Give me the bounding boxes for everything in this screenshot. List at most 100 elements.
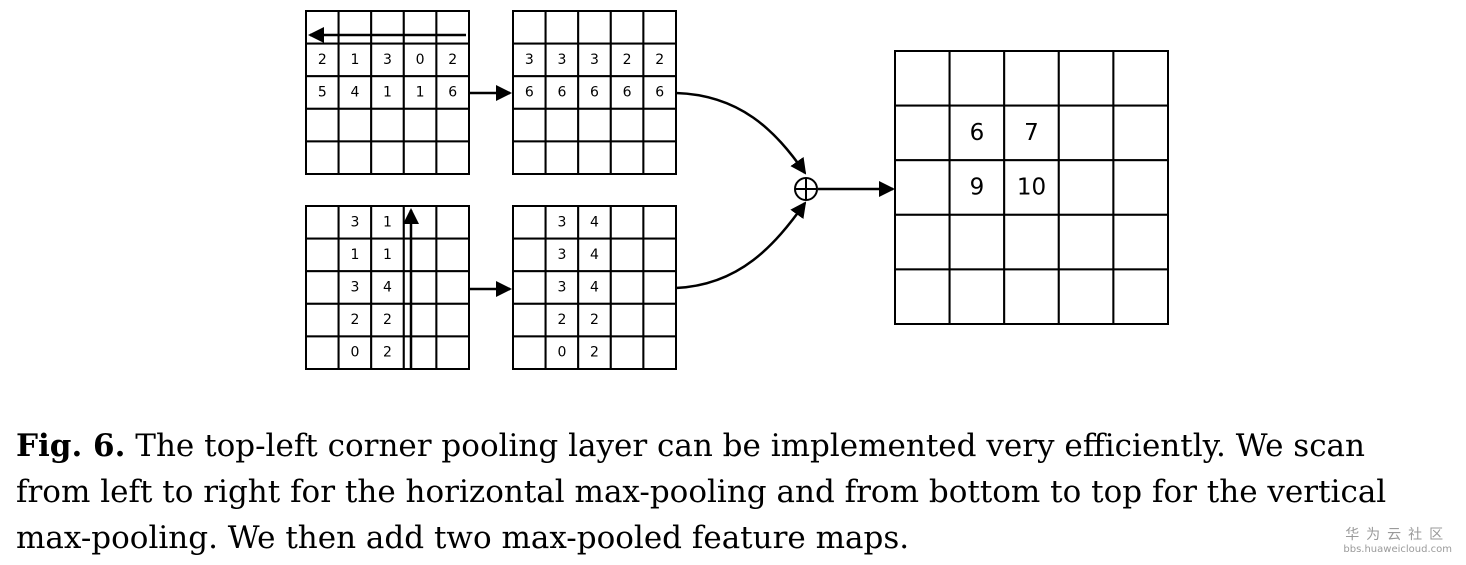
grid-cell — [894, 213, 951, 271]
cell-value: 3 — [557, 247, 566, 263]
grid-cell — [1057, 159, 1115, 216]
grid-cell — [435, 75, 470, 110]
cell-value: 2 — [557, 312, 566, 328]
cell-value: 3 — [557, 280, 566, 296]
grid-cell — [544, 335, 580, 370]
grid-cell — [1003, 104, 1060, 162]
grid-cell — [402, 302, 438, 338]
grid-cell — [577, 302, 612, 338]
grid-cell — [577, 10, 612, 45]
grid-cell — [1057, 50, 1115, 107]
grid-cell — [512, 205, 547, 240]
grid-cell — [402, 205, 438, 240]
grid-cell — [435, 205, 470, 240]
grid-cell — [305, 270, 340, 305]
grid-cell — [948, 213, 1006, 271]
cell-value: 0 — [416, 52, 425, 68]
grid-cell — [337, 107, 373, 143]
grid-cell — [1112, 213, 1170, 271]
grid-cell — [642, 237, 678, 273]
grid-cell — [894, 50, 951, 107]
caption-line-2: from left to right for the horizontal ma… — [16, 474, 1387, 510]
cell-value: 3 — [383, 52, 392, 68]
cell-value: 1 — [383, 247, 392, 263]
grid-cell — [305, 107, 340, 143]
grid-cell — [305, 335, 340, 370]
cell-value: 2 — [655, 52, 664, 68]
grid-cell — [370, 140, 405, 175]
cell-value: 0 — [350, 345, 359, 361]
cell-value: 1 — [350, 52, 359, 68]
plus-operator-icon — [794, 177, 818, 201]
cell-value: 5 — [318, 85, 327, 101]
grid-cell — [894, 268, 951, 325]
cell-value: 2 — [590, 345, 599, 361]
grid-cell — [544, 140, 580, 175]
grid-cell — [305, 75, 340, 110]
cell-value: 6 — [970, 120, 985, 146]
grid-cell — [435, 302, 470, 338]
grid-cell — [370, 42, 405, 78]
grid-cell — [577, 107, 612, 143]
grid-cell — [512, 107, 547, 143]
top-merge-curve — [675, 91, 807, 175]
cell-value: 2 — [623, 52, 632, 68]
cell-value: 3 — [590, 52, 599, 68]
grid-cell — [1112, 159, 1170, 216]
cell-value: 6 — [448, 85, 457, 101]
cell-value: 2 — [350, 312, 359, 328]
grid-cell — [370, 107, 405, 143]
cell-value: 3 — [557, 214, 566, 230]
grid-cell — [370, 237, 405, 273]
grid-cell — [642, 302, 678, 338]
grid-cell — [577, 42, 612, 78]
cell-value: 1 — [350, 247, 359, 263]
cell-value: 2 — [448, 52, 457, 68]
grid-cell — [544, 10, 580, 45]
caption-line-3: max-pooling. We then add two max-pooled … — [16, 520, 910, 556]
watermark: 华为云社区 bbs.huaweicloud.com — [1343, 524, 1452, 555]
grid-cell — [948, 50, 1006, 107]
cell-value: 0 — [557, 345, 566, 361]
cell-value: 3 — [557, 52, 566, 68]
grid-cell — [512, 10, 547, 45]
grid-cell — [642, 10, 678, 45]
grid-cell — [370, 75, 405, 110]
watermark-text: 华为云社区 — [1345, 527, 1451, 543]
grid-cell — [370, 10, 405, 45]
watermark-url: bbs.huaweicloud.com — [1343, 544, 1452, 555]
cell-value: 4 — [590, 247, 599, 263]
cell-value: 6 — [557, 85, 566, 101]
cell-value: 1 — [383, 85, 392, 101]
grid-cell — [305, 205, 340, 240]
grid-cell — [894, 159, 951, 216]
grid-cell — [305, 237, 340, 273]
grid-cell — [305, 10, 340, 45]
cell-value: 2 — [383, 312, 392, 328]
grid-cell — [1003, 159, 1060, 216]
cell-value: 1 — [416, 85, 425, 101]
grid-cell — [337, 140, 373, 175]
cell-value: 6 — [525, 85, 534, 101]
grid-cell — [435, 10, 470, 45]
grid-cell — [544, 107, 580, 143]
cell-value: 10 — [1017, 175, 1046, 201]
cell-value: 4 — [590, 280, 599, 296]
cell-value: 2 — [318, 52, 327, 68]
cell-value: 4 — [590, 214, 599, 230]
cell-value: 3 — [350, 214, 359, 230]
grid-cell — [402, 107, 438, 143]
cell-value: 4 — [383, 280, 392, 296]
grid-cell — [1003, 213, 1060, 271]
cell-value: 6 — [655, 85, 664, 101]
grid-cell — [642, 270, 678, 305]
grid-cell — [1057, 268, 1115, 325]
grid-cell — [512, 302, 547, 338]
grid-cell — [1112, 268, 1170, 325]
cell-value: 6 — [590, 85, 599, 101]
grid-cell — [1057, 104, 1115, 162]
cell-value: 9 — [970, 175, 985, 201]
cell-value: 3 — [350, 280, 359, 296]
